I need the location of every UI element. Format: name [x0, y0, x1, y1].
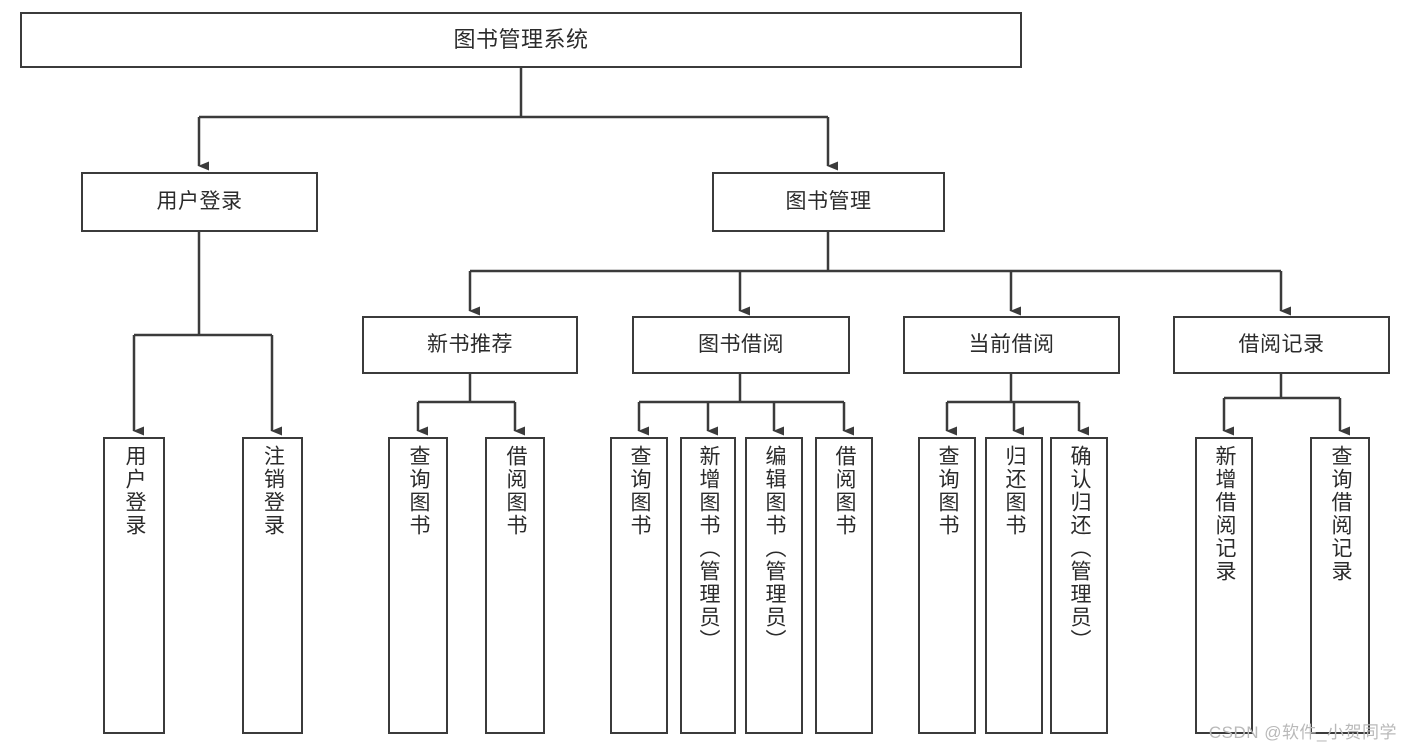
node-new-book-recommend[interactable]: 新书推荐 [362, 316, 578, 374]
node-label: 用户登录 [156, 189, 243, 213]
node-user-login[interactable]: 用户登录 [81, 172, 318, 232]
node-leaf-current-borrow-query[interactable]: 查询图书 [918, 437, 976, 734]
node-label: 当前借阅 [968, 332, 1055, 356]
node-book-management[interactable]: 图书管理 [712, 172, 945, 232]
node-label: 新增图书（管理员） [697, 445, 721, 652]
node-leaf-book-borrow-borrow[interactable]: 借阅图书 [815, 437, 873, 734]
node-label: 归还图书 [1003, 445, 1027, 537]
node-leaf-borrow-record-query[interactable]: 查询借阅记录 [1310, 437, 1370, 734]
node-label: 查询图书 [936, 445, 960, 537]
node-leaf-new-book-query[interactable]: 查询图书 [388, 437, 448, 734]
node-label: 图书管理系统 [453, 27, 589, 53]
node-label: 确认归还（管理员） [1068, 445, 1092, 652]
node-label: 新书推荐 [427, 332, 513, 356]
node-label: 查询借阅记录 [1329, 445, 1353, 583]
node-current-borrow[interactable]: 当前借阅 [903, 316, 1120, 374]
node-label: 借阅记录 [1238, 332, 1325, 356]
node-leaf-new-book-borrow[interactable]: 借阅图书 [485, 437, 545, 734]
node-label: 注销登录 [261, 445, 285, 537]
node-leaf-user-login-logout[interactable]: 注销登录 [242, 437, 303, 734]
node-label: 查询图书 [628, 445, 652, 537]
node-label: 借阅图书 [504, 445, 528, 537]
node-leaf-book-borrow-edit[interactable]: 编辑图书（管理员） [745, 437, 803, 734]
node-label: 查询图书 [407, 445, 431, 537]
node-leaf-user-login-login[interactable]: 用户登录 [103, 437, 165, 734]
node-label: 图书借阅 [698, 332, 784, 356]
node-leaf-book-borrow-query[interactable]: 查询图书 [610, 437, 668, 734]
node-borrow-record[interactable]: 借阅记录 [1173, 316, 1390, 374]
node-leaf-current-borrow-confirm-return[interactable]: 确认归还（管理员） [1050, 437, 1108, 734]
node-root-book-management-system[interactable]: 图书管理系统 [20, 12, 1022, 68]
node-label: 新增借阅记录 [1213, 445, 1237, 583]
node-label: 借阅图书 [833, 445, 857, 537]
node-leaf-book-borrow-add[interactable]: 新增图书（管理员） [680, 437, 736, 734]
node-label: 编辑图书（管理员） [763, 445, 787, 652]
node-leaf-borrow-record-add[interactable]: 新增借阅记录 [1195, 437, 1253, 734]
node-label: 图书管理 [785, 189, 872, 213]
csdn-watermark: CSDN @软件_小贺同学 [1208, 723, 1397, 742]
node-label: 用户登录 [123, 445, 147, 537]
node-book-borrow[interactable]: 图书借阅 [632, 316, 850, 374]
node-leaf-current-borrow-return[interactable]: 归还图书 [985, 437, 1043, 734]
